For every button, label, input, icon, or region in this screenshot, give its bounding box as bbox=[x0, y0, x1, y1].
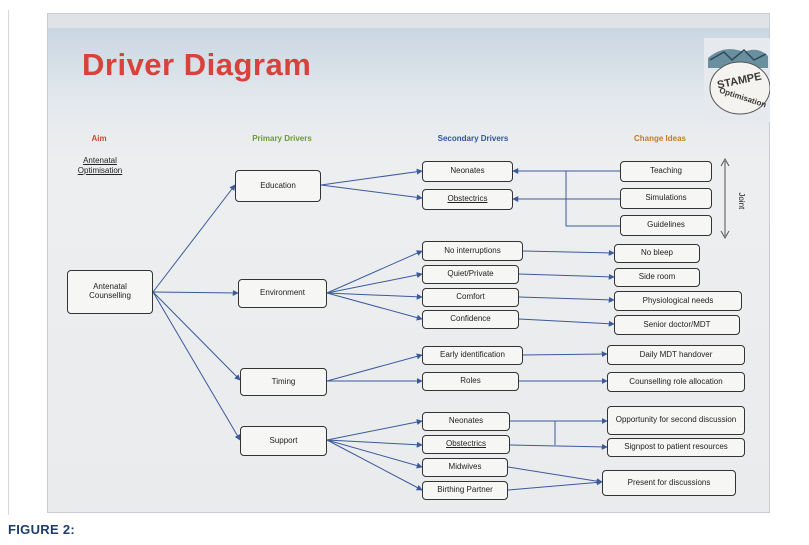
arrow-early-daily bbox=[522, 351, 608, 358]
change-idea-guidelines: Guidelines bbox=[620, 215, 712, 236]
arrow-support-midwives bbox=[326, 439, 423, 469]
change-idea-simulations: Simulations bbox=[620, 188, 712, 209]
change-idea-teaching: Teaching bbox=[620, 161, 712, 182]
change-idea-present-for-discussions: Present for discussions bbox=[602, 470, 736, 496]
secondary-driver-confidence: Confidence bbox=[422, 310, 519, 329]
arrow-education-obstectrics bbox=[320, 184, 423, 201]
arrow-support-obstectrics bbox=[326, 439, 423, 448]
change-idea-side-room: Side room bbox=[614, 268, 700, 287]
primary-driver-education: Education bbox=[235, 170, 321, 202]
arrow-aim-environment bbox=[152, 289, 239, 296]
secondary-driver-obstectrics-education: Obstectrics bbox=[422, 189, 513, 210]
primary-driver-support: Support bbox=[240, 426, 327, 456]
secondary-driver-quiet-private: Quiet/Private bbox=[422, 265, 519, 284]
bracket-guidelines bbox=[565, 171, 620, 227]
change-idea-no-bleep: No bleep bbox=[614, 244, 700, 263]
secondary-driver-early-identification: Early identification bbox=[422, 346, 523, 365]
arrow-quiet-sideroom bbox=[518, 273, 615, 280]
figure-left-rule bbox=[8, 10, 9, 515]
arrow-env-quiet bbox=[326, 272, 423, 294]
arrow-aim-timing bbox=[152, 291, 241, 381]
arrow-env-confidence bbox=[326, 292, 423, 321]
arrow-timing-early bbox=[326, 353, 423, 382]
aim-text: Antenatal Optimisation bbox=[77, 156, 123, 175]
slide-title: Driver Diagram bbox=[82, 47, 312, 82]
arrow-env-interruptions bbox=[326, 250, 423, 294]
change-idea-physiological-needs: Physiological needs bbox=[614, 291, 742, 311]
arrow-support-neonates bbox=[326, 419, 423, 441]
change-idea-senior-doctor-mdt: Senior doctor/MDT bbox=[614, 315, 740, 335]
change-idea-daily-mdt-handover: Daily MDT handover bbox=[607, 345, 745, 365]
arrow-education-neonates bbox=[320, 168, 423, 186]
aim-box: Antenatal Counselling bbox=[67, 270, 153, 314]
secondary-driver-roles: Roles bbox=[422, 372, 519, 391]
arrow-env-comfort bbox=[326, 292, 423, 300]
change-idea-second-discussion: Opportunity for second discussion bbox=[607, 406, 745, 435]
secondary-driver-comfort: Comfort bbox=[422, 288, 519, 307]
header-change-ideas: Change Ideas bbox=[633, 134, 686, 143]
change-idea-signpost-resources: Signpost to patient resources bbox=[607, 438, 745, 457]
secondary-driver-midwives: Midwives bbox=[422, 458, 508, 477]
arrow-aim-support bbox=[152, 291, 241, 441]
arrow-midwives-present bbox=[507, 466, 603, 485]
header-secondary-drivers: Secondary Drivers bbox=[437, 134, 509, 143]
stampede-logo: STAMPE Optimisation bbox=[704, 38, 770, 122]
joint-label: Joint bbox=[736, 192, 746, 210]
arrow-partner-present bbox=[507, 479, 603, 491]
secondary-driver-obstectrics-support: Obstectrics bbox=[422, 435, 510, 454]
primary-driver-timing: Timing bbox=[240, 368, 327, 396]
secondary-driver-neonates-support: Neonates bbox=[422, 412, 510, 431]
figure-label: FIGURE 2: bbox=[8, 522, 75, 537]
primary-driver-environment: Environment bbox=[238, 279, 327, 308]
arrow-aim-education bbox=[152, 184, 236, 293]
secondary-driver-neonates-education: Neonates bbox=[422, 161, 513, 182]
header-aim: Aim bbox=[91, 134, 107, 143]
secondary-driver-birthing-partner: Birthing Partner bbox=[422, 481, 508, 500]
arrow-support-partner bbox=[326, 439, 423, 491]
arrow-obstectrics-signpost bbox=[509, 443, 608, 450]
secondary-driver-no-interruptions: No interruptions bbox=[422, 241, 523, 261]
arrow-comfort-physiological bbox=[518, 296, 615, 303]
arrow-confidence-senior bbox=[518, 318, 615, 327]
header-primary-drivers: Primary Drivers bbox=[252, 134, 312, 143]
change-idea-counselling-role-allocation: Counselling role allocation bbox=[607, 372, 745, 392]
slide-header-band bbox=[48, 28, 769, 118]
arrow-interruptions-nobleep bbox=[522, 249, 615, 256]
